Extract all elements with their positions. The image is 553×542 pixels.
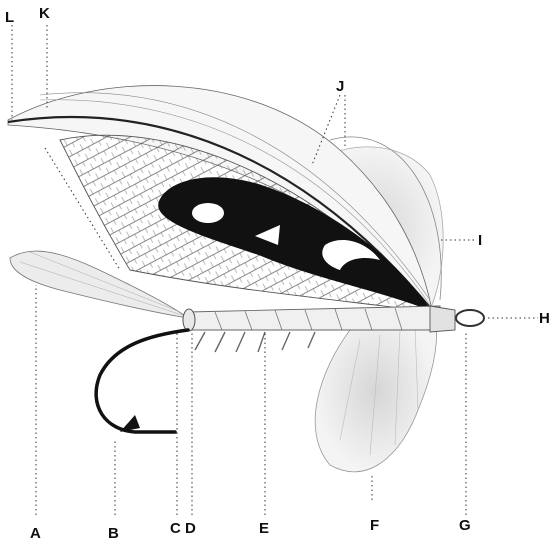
- label-b: B: [108, 526, 119, 541]
- hook-eye: [456, 310, 484, 326]
- fly-head: [430, 306, 484, 332]
- hackle-throat: [315, 310, 436, 472]
- label-h: H: [539, 311, 550, 326]
- label-e: E: [259, 521, 269, 536]
- label-f: F: [370, 518, 379, 533]
- hook: [96, 330, 188, 432]
- label-i: I: [478, 233, 482, 248]
- label-g: G: [459, 518, 471, 533]
- label-j: J: [336, 79, 344, 94]
- label-d: D: [185, 521, 196, 536]
- label-l: L: [5, 10, 14, 25]
- label-a: A: [30, 526, 41, 541]
- tail-butt: [183, 309, 195, 331]
- label-k: K: [39, 6, 50, 21]
- label-c: C: [170, 521, 181, 536]
- wing-eye-1: [192, 203, 224, 223]
